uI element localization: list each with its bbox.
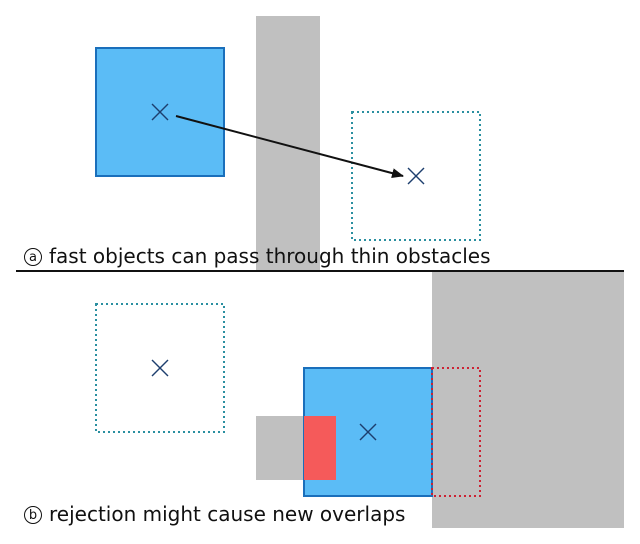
target-dotted-box	[95, 303, 225, 433]
small-obstacle	[256, 416, 304, 480]
caption-b: b rejection might cause new overlaps	[24, 502, 405, 526]
rejected-move-dotted-box	[431, 367, 481, 497]
caption-a-text: fast objects can pass through thin obsta…	[49, 244, 491, 268]
target-center-cross-icon	[151, 359, 169, 377]
rejected-center-cross-icon	[359, 423, 377, 441]
panel-a	[95, 16, 481, 272]
circled-letter-b-icon: b	[24, 506, 42, 524]
circled-letter-a-icon: a	[24, 248, 42, 266]
caption-a: a fast objects can pass through thin obst…	[24, 244, 491, 268]
large-obstacle	[432, 272, 624, 528]
end-center-cross-icon	[407, 167, 425, 185]
motion-arrow	[175, 115, 404, 179]
caption-b-text: rejection might cause new overlaps	[49, 502, 406, 526]
new-overlap-region	[304, 416, 336, 480]
panel-b	[95, 272, 624, 528]
thin-obstacle	[256, 16, 320, 272]
object-end-dotted-box	[351, 111, 481, 241]
start-center-cross-icon	[151, 103, 169, 121]
